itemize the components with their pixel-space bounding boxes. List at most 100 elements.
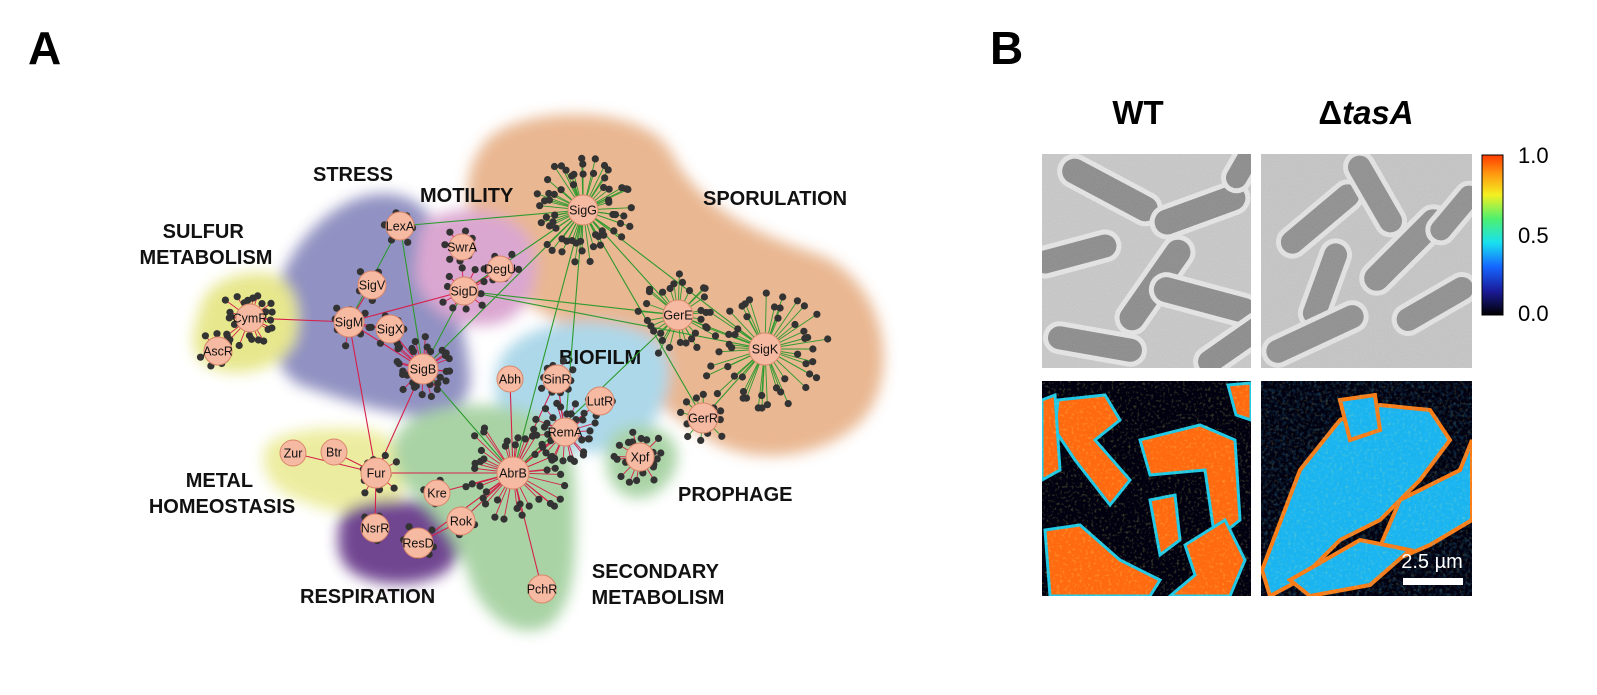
regulator-node-zur — [279, 439, 307, 467]
regulator-label-nsrr: NsrR — [361, 522, 389, 536]
target-gene-node — [558, 235, 566, 243]
target-gene-node — [530, 425, 538, 433]
heatmap-image-tasa: 2.5 µm — [1261, 381, 1472, 596]
target-gene-node — [571, 400, 580, 408]
phase-image-tasa — [1261, 154, 1472, 368]
regulator-sinr: SinR — [542, 364, 572, 394]
target-gene-node — [390, 484, 398, 492]
target-gene-node — [678, 278, 687, 286]
target-gene-node — [813, 310, 821, 318]
regulator-lutr: LutR — [585, 386, 615, 416]
target-gene-node — [604, 166, 612, 174]
target-gene-node — [442, 377, 450, 385]
target-gene-node — [501, 442, 509, 450]
region-secondary — [392, 405, 576, 631]
target-gene-node — [800, 302, 809, 310]
target-gene-node — [568, 237, 576, 245]
target-gene-node — [245, 332, 254, 340]
label-metal-line1: METAL — [186, 470, 253, 492]
target-gene-node — [471, 432, 479, 440]
target-gene-node — [684, 432, 692, 441]
edge-sigg-abrb — [512, 209, 584, 474]
regulator-node-nsrr — [360, 513, 390, 543]
target-gene-node — [567, 410, 575, 418]
scale-bar-label: 2.5 µm — [1401, 551, 1463, 573]
target-gene-node — [806, 370, 814, 378]
regulator-sigg: SigG — [567, 194, 599, 226]
regulator-label-sigd: SigD — [450, 285, 477, 299]
regulator-label-kre: Kre — [427, 487, 447, 501]
target-gene-node — [393, 358, 401, 366]
regulator-label-rema: RemA — [548, 426, 583, 440]
panel-b-label: B — [990, 22, 1023, 74]
target-gene-node — [395, 343, 403, 351]
target-gene-node — [233, 293, 241, 301]
regulator-node-btr — [320, 438, 348, 466]
target-gene-node — [411, 338, 419, 346]
regulator-gere: GerE — [662, 299, 694, 331]
target-gene-node — [622, 185, 631, 193]
label-metal-line2: HOMEOSTASIS — [149, 496, 295, 518]
target-gene-node — [688, 335, 696, 343]
target-gene-node — [730, 372, 739, 380]
edge-gere-sigd — [463, 290, 679, 316]
target-gene-node — [625, 478, 634, 486]
target-gene-node — [559, 457, 567, 465]
regulator-node-sigx — [375, 314, 405, 344]
target-gene-node — [541, 405, 550, 413]
column-title-tasa-gene: tasA — [1342, 94, 1414, 131]
target-gene-node — [809, 345, 817, 353]
target-gene-node — [685, 287, 694, 295]
target-gene-node — [754, 404, 762, 412]
target-gene-node — [647, 322, 655, 330]
target-gene-node — [579, 170, 587, 178]
target-gene-node — [793, 297, 802, 305]
regulator-node-pchr — [527, 574, 557, 604]
target-gene-node — [584, 435, 593, 443]
target-gene-node — [361, 309, 369, 317]
target-gene-node — [254, 292, 262, 300]
regulator-label-sigv: SigV — [359, 279, 386, 293]
target-gene-node — [824, 335, 832, 343]
regulator-node-degu — [486, 255, 514, 283]
target-gene-node — [626, 222, 634, 230]
target-gene-node — [557, 186, 565, 194]
target-gene-node — [399, 367, 407, 375]
target-gene-node — [791, 320, 799, 329]
regulator-node-ascr — [203, 336, 233, 366]
target-gene-node — [802, 360, 810, 368]
target-gene-node — [538, 440, 546, 448]
edge-sigg-rema — [564, 209, 584, 433]
target-gene-node — [697, 315, 705, 323]
target-gene-node — [770, 303, 779, 311]
edge-lexa-sigb — [399, 225, 424, 370]
regulator-label-sigx: SigX — [377, 323, 404, 337]
target-gene-node — [537, 219, 545, 227]
target-gene-node — [591, 419, 599, 427]
regulator-label-abh: Abh — [499, 373, 521, 387]
target-gene-node — [558, 248, 566, 256]
target-gene-node — [542, 213, 551, 221]
regulator-label-pchr: PchR — [527, 583, 558, 597]
target-gene-node — [676, 338, 685, 347]
regulator-node-sinr — [542, 364, 572, 394]
target-gene-node — [556, 495, 564, 503]
regulator-label-cymr: CymR — [233, 312, 268, 326]
target-gene-node — [446, 255, 454, 263]
target-gene-node — [717, 407, 725, 415]
regulator-node-sigg — [567, 194, 599, 226]
target-gene-node — [653, 455, 661, 463]
target-gene-node — [758, 391, 766, 400]
target-gene-node — [777, 388, 785, 396]
colorbar-max-label: 1.0 — [1518, 143, 1549, 168]
target-gene-node — [446, 228, 454, 236]
target-gene-node — [543, 466, 551, 474]
target-gene-node — [812, 374, 821, 382]
target-gene-node — [691, 329, 700, 337]
target-gene-node — [221, 296, 229, 304]
target-gene-node — [569, 366, 577, 374]
target-gene-node — [409, 347, 418, 356]
target-gene-node — [468, 480, 476, 488]
target-gene-node — [196, 353, 205, 361]
target-gene-node — [427, 392, 435, 401]
